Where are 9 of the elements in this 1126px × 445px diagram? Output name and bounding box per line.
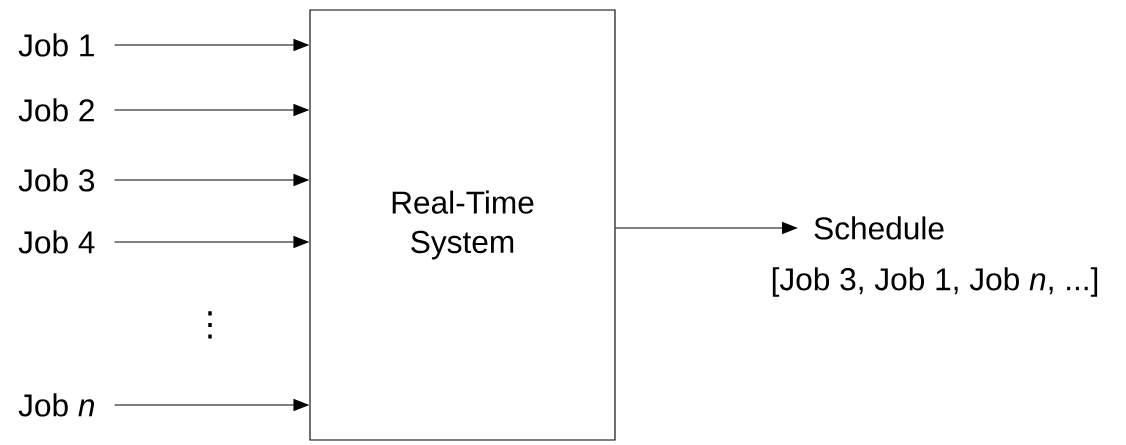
job-label: Job 1 [18, 33, 94, 57]
ellipsis-dots: ⋮ [208, 311, 212, 339]
job-label: Job 4 [18, 230, 95, 254]
job-label: Job n [18, 393, 95, 417]
schedule-list: [Job 3, Job 1, Job n, ...] [772, 267, 1098, 297]
system-box: Real-Time System [309, 9, 616, 441]
job-label: Job 2 [18, 98, 94, 122]
job-label: Schedule [814, 216, 944, 240]
job-label: Job 3 [18, 168, 95, 192]
